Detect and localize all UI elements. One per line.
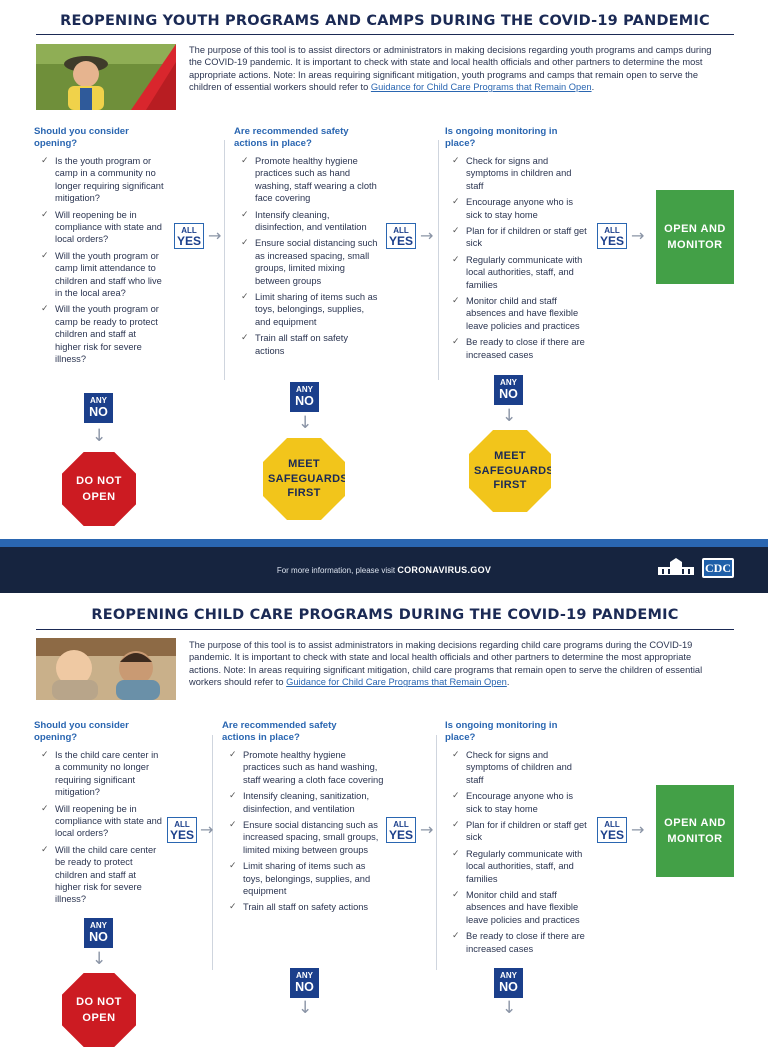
footer-bar: For more information, please visit CORON… xyxy=(0,539,768,593)
intro-youth: The purpose of this tool is to assist di… xyxy=(189,45,712,93)
list-item: Encourage anyone who is sick to stay hom… xyxy=(449,790,589,815)
list-item: Regularly communicate with local authori… xyxy=(449,848,589,885)
checklist-ongoing-monitoring: Check for signs and symptoms in children… xyxy=(449,155,589,365)
question-consider-opening: Should you consider opening? xyxy=(34,126,129,149)
list-item: Promote healthy hygiene practices such a… xyxy=(238,155,378,205)
divider xyxy=(212,735,213,970)
list-item: Monitor child and staff absences and hav… xyxy=(449,889,589,926)
checklist-consider-opening: Is the youth program or camp in a commun… xyxy=(38,155,164,370)
guidance-link-youth[interactable]: Guidance for Child Care Programs that Re… xyxy=(370,82,592,93)
checklist-ongoing-monitoring: Check for signs and symptoms of children… xyxy=(449,749,589,959)
section-title-youth: REOPENING YOUTH PROGRAMS AND CAMPS DURIN… xyxy=(60,13,710,29)
photo-child-camp xyxy=(36,44,176,110)
divider xyxy=(436,735,437,970)
list-item: Intensify cleaning, disinfection, and ve… xyxy=(238,209,378,234)
list-item: Will the child care center be ready to p… xyxy=(38,844,164,906)
list-item: Plan for if children or staff get sick xyxy=(449,819,589,844)
checklist-consider-opening: Is the child care center in a community … xyxy=(38,749,164,910)
open-and-monitor-box: OPEN AND MONITOR xyxy=(656,785,734,877)
list-item: Be ready to close if there are increased… xyxy=(449,336,589,361)
footer-stripe xyxy=(0,539,768,547)
list-item: Check for signs and symptoms in children… xyxy=(449,155,589,192)
open-and-monitor-box: OPEN AND MONITOR xyxy=(656,190,734,284)
photo-babies xyxy=(36,638,176,704)
list-item: Encourage anyone who is sick to stay hom… xyxy=(449,196,589,221)
list-item: Ensure social distancing such as increas… xyxy=(226,819,384,856)
section-title-child-care: REOPENING CHILD CARE PROGRAMS DURING THE… xyxy=(91,607,679,623)
list-item: Plan for if children or staff get sick xyxy=(449,225,589,250)
arrow-right-icon: → xyxy=(208,226,222,245)
footer-text: For more information, please visit CORON… xyxy=(276,565,492,575)
question-ongoing-monitoring: Is ongoing monitoring in place? xyxy=(445,720,558,743)
list-item: Be ready to close if there are increased… xyxy=(449,930,589,955)
arrow-down-icon: ↓ xyxy=(92,949,107,969)
list-item: Monitor child and staff absences and hav… xyxy=(449,295,589,332)
list-item: Ensure social distancing such as increas… xyxy=(238,237,378,287)
list-item: Will reopening be in compliance with sta… xyxy=(38,803,164,840)
arrow-right-icon: → xyxy=(420,226,434,245)
question-consider-opening: Should you consider opening? xyxy=(34,720,129,743)
list-item: Promote healthy hygiene practices such a… xyxy=(226,749,384,786)
list-item: Is the child care center in a community … xyxy=(38,749,164,799)
list-item: Will reopening be in compliance with sta… xyxy=(38,209,164,246)
question-safety-actions: Are recommended safety actions in place? xyxy=(222,720,337,743)
intro-child-care: The purpose of this tool is to assist ad… xyxy=(189,640,703,688)
list-item: Intensify cleaning, sanitization, disinf… xyxy=(226,790,384,815)
divider xyxy=(438,140,439,380)
question-safety-actions: Are recommended safety actions in place? xyxy=(234,126,349,149)
stop-sign-do-not-open: DO NOT OPEN xyxy=(62,973,136,1047)
list-item: Will the youth program or camp limit att… xyxy=(38,250,164,300)
arrow-down-icon: ↓ xyxy=(502,406,517,426)
white-house-logo-icon xyxy=(658,558,694,575)
stop-sign-meet-safeguards: MEET SAFEGUARDS FIRST xyxy=(263,438,345,520)
arrow-down-icon: ↓ xyxy=(298,998,313,1018)
arrow-down-icon: ↓ xyxy=(92,426,107,446)
stop-sign-meet-safeguards: MEET SAFEGUARDS FIRST xyxy=(469,430,551,512)
guidance-link-child-care[interactable]: Guidance for Child Care Programs that Re… xyxy=(286,677,507,688)
arrow-right-icon: → xyxy=(200,820,214,839)
checklist-safety-actions: Promote healthy hygiene practices such a… xyxy=(238,155,378,361)
arrow-right-icon: → xyxy=(420,820,434,839)
arrow-right-icon: → xyxy=(631,820,645,839)
arrow-down-icon: ↓ xyxy=(502,998,517,1018)
coronavirus-gov-link[interactable]: CORONAVIRUS.GOV xyxy=(397,565,492,575)
stop-sign-do-not-open: DO NOT OPEN xyxy=(62,452,136,526)
title-rule xyxy=(36,34,734,35)
checklist-safety-actions: Promote healthy hygiene practices such a… xyxy=(226,749,384,918)
cdc-logo-icon: CDC xyxy=(702,558,734,578)
cdc-logo-text: CDC xyxy=(704,560,732,576)
list-item: Regularly communicate with local authori… xyxy=(449,254,589,291)
arrow-right-icon: → xyxy=(631,226,645,245)
list-item: Check for signs and symptoms of children… xyxy=(449,749,589,786)
question-ongoing-monitoring: Is ongoing monitoring in place? xyxy=(445,126,558,149)
divider xyxy=(224,140,225,380)
arrow-down-icon: ↓ xyxy=(298,413,313,433)
list-item: Train all staff on safety actions xyxy=(226,901,384,914)
list-item: Is the youth program or camp in a commun… xyxy=(38,155,164,205)
list-item: Train all staff on safety actions xyxy=(238,332,378,357)
title-rule xyxy=(36,629,734,630)
list-item: Limit sharing of items such as toys, bel… xyxy=(226,860,384,897)
list-item: Limit sharing of items such as toys, bel… xyxy=(238,291,378,328)
list-item: Will the youth program or camp be ready … xyxy=(38,303,164,365)
